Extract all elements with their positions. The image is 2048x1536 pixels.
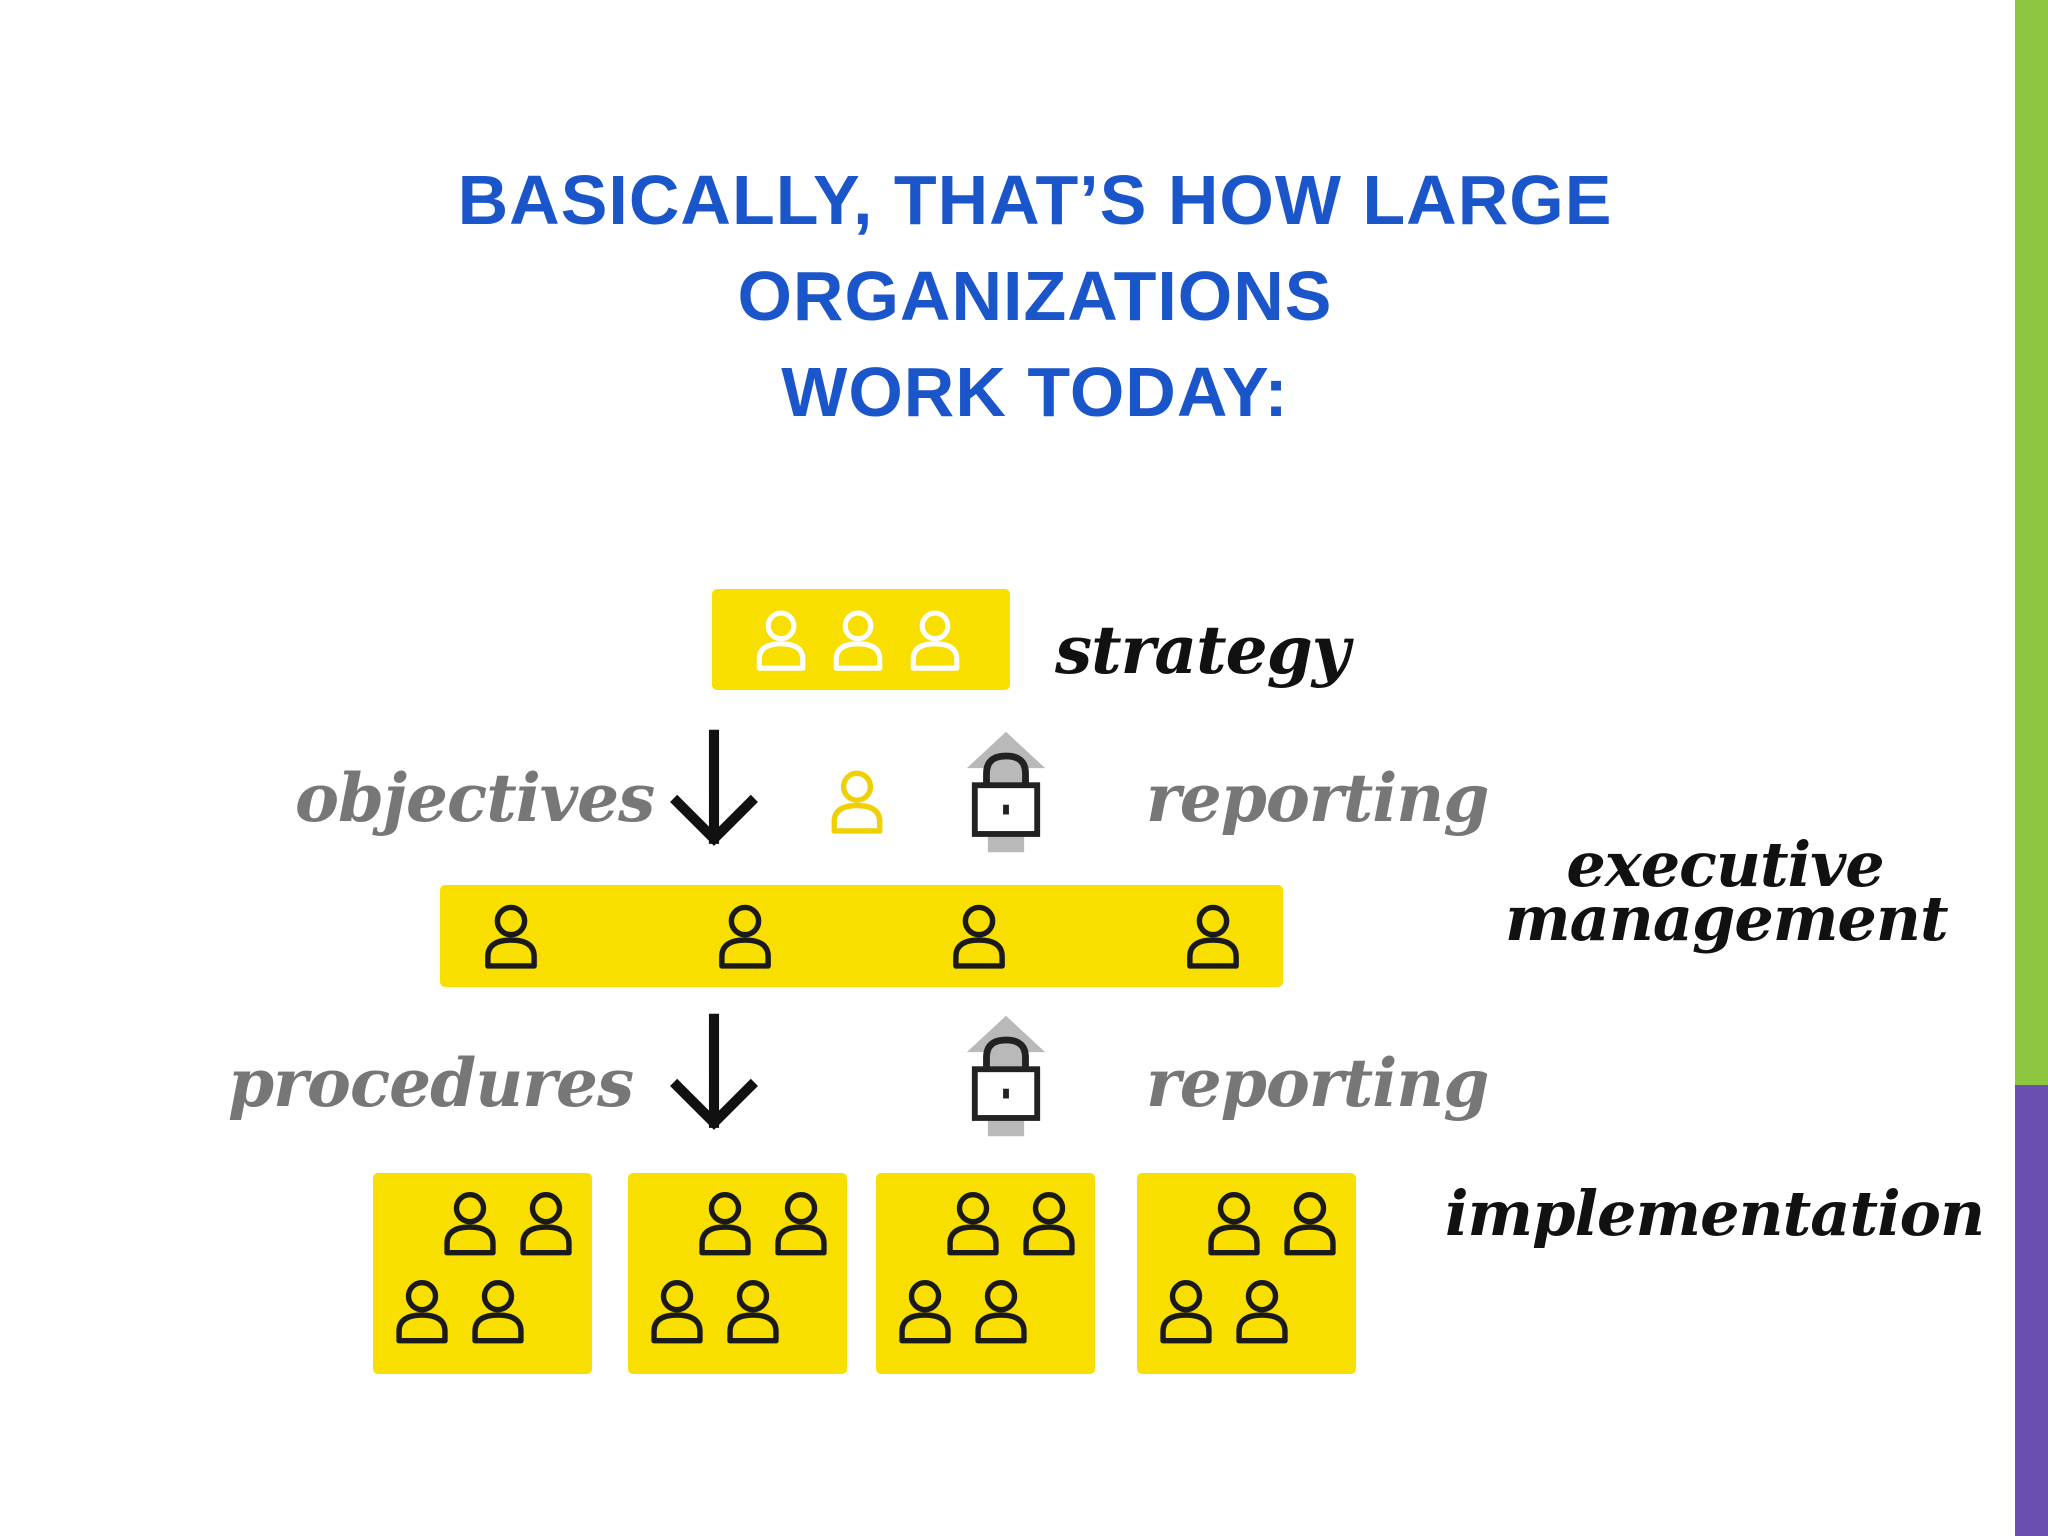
executive-label-line-2: management [1505,882,1949,955]
title-line-2: ORGANIZATIONS [737,257,1333,335]
person-icon [832,608,884,672]
strategy-box [712,589,1010,690]
person-icon [898,1277,952,1345]
title-line-3: WORK TODAY: [781,353,1289,431]
person-icon [519,1189,573,1257]
implementation-team-3 [876,1173,1095,1374]
level-label-implementation: implementation [1445,1177,1985,1250]
person-icon [698,1189,752,1257]
flow-label-procedures: procedures [228,1044,634,1122]
person-icon [1207,1189,1261,1257]
executive-management-box [440,885,1283,987]
level-label-strategy: strategy [1055,611,1350,689]
person-icon [974,1277,1028,1345]
flow-label-objectives: objectives [295,759,655,837]
implementation-team-1 [373,1173,592,1374]
person-icon [1022,1189,1076,1257]
implementation-team-4 [1137,1173,1356,1374]
person-icon [774,1189,828,1257]
person-icon [755,608,807,672]
person-icon [471,1277,525,1345]
executive-label-line-1: executive [1566,828,1884,901]
down-arrow-icon [668,728,760,852]
flow-label-reporting-bottom: reporting [1146,1044,1489,1122]
person-icon [717,902,773,970]
person-icon [1185,902,1241,970]
accent-bar-purple [2015,1085,2048,1536]
lock-icon [967,748,1045,840]
person-icon [483,902,539,970]
person-icon [443,1189,497,1257]
title-line-1: BASICALLY, THAT’S HOW LARGE [457,161,1613,239]
person-icon [951,902,1007,970]
person-icon [650,1277,704,1345]
person-icon [946,1189,1000,1257]
person-icon [830,768,884,835]
down-arrow-icon [668,1012,760,1136]
person-icon [1283,1189,1337,1257]
flow-label-reporting-top: reporting [1146,759,1489,837]
person-icon [1235,1277,1289,1345]
implementation-team-2 [628,1173,847,1374]
slide-title: BASICALLY, THAT’S HOW LARGE ORGANIZATION… [300,152,1770,440]
person-icon [726,1277,780,1345]
level-label-executive-management: executive management [1505,828,1949,955]
person-icon [909,608,961,672]
person-icon [395,1277,449,1345]
person-icon [1159,1277,1213,1345]
lock-icon [967,1032,1045,1124]
accent-bar-green [2015,0,2048,1085]
